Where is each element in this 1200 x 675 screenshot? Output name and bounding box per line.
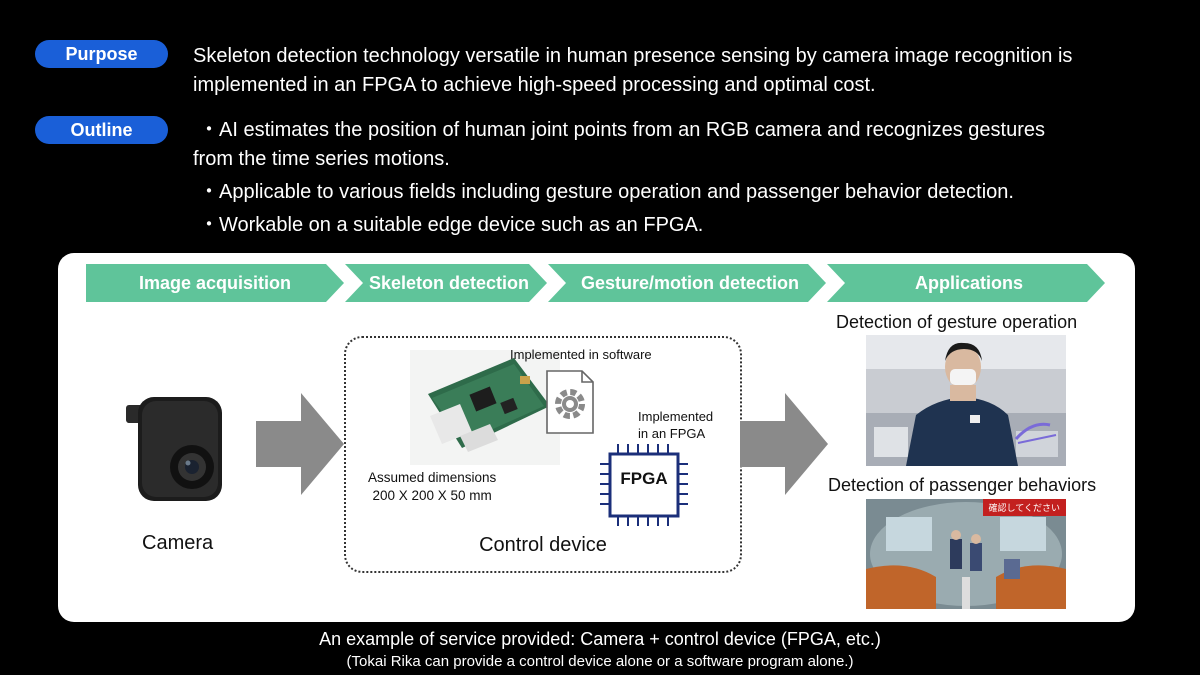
gear-icon [546, 370, 594, 434]
purpose-text-line2: implemented in an FPGA to achieve high-s… [193, 74, 876, 96]
purpose-text: Skeleton detection technology versatile … [193, 42, 1072, 100]
control-device-label: Control device [479, 534, 607, 556]
footer-note: (Tokai Rika can provide a control device… [346, 653, 854, 670]
fpga-chip-icon [600, 444, 688, 526]
outline-bullet1: ・AI estimates the position of human join… [193, 116, 1045, 174]
outline-bullet1-line2: from the time series motions. [193, 148, 450, 170]
outline-bullet3: ・Workable on a suitable edge device such… [199, 214, 704, 236]
circuit-board-image [410, 350, 560, 465]
assumed-dimensions: Assumed dimensions 200 X 200 X 50 mm [368, 469, 496, 505]
app-gesture-label: Detection of gesture operation [836, 312, 1078, 332]
fpga-implementation-line1: Implemented [638, 409, 714, 424]
flow-step-skeleton-detection: Skeleton detection [345, 264, 547, 302]
arrow-right-icon [256, 393, 344, 495]
outline-label: Outline [35, 116, 168, 144]
gesture-photo [866, 335, 1066, 466]
flow-step-applications: Applications [827, 264, 1105, 302]
fpga-implementation-line2: in an FPGA [638, 426, 706, 441]
app-passenger-label: Detection of passenger behaviors [828, 475, 1097, 495]
footer-caption: An example of service provided: Camera +… [319, 629, 881, 649]
diagram-panel: Image acquisition Skeleton detection Ges… [58, 253, 1135, 622]
outline-bullet1-line1: ・AI estimates the position of human join… [199, 119, 1045, 141]
fpga-chip-label: FPGA [620, 469, 668, 488]
passenger-photo-graphic [866, 499, 1066, 609]
purpose-text-line1: Skeleton detection technology versatile … [193, 45, 1073, 67]
arrow-right-icon [740, 393, 828, 495]
purpose-label: Purpose [35, 40, 168, 68]
passenger-photo: 確認してください [866, 499, 1066, 609]
warning-banner: 確認してください [982, 499, 1066, 516]
outline-bullet2: ・Applicable to various fields including … [199, 181, 1014, 203]
camera-label: Camera [142, 532, 214, 554]
camera-image [126, 397, 222, 501]
software-label: Implemented in software [510, 347, 652, 362]
assumed-dimensions-line2: 200 X 200 X 50 mm [372, 488, 492, 503]
assumed-dimensions-line1: Assumed dimensions [368, 470, 497, 485]
control-device-box: Implemented in software Implemented in a… [344, 336, 742, 573]
fpga-implementation-label: Implemented in an FPGA [638, 408, 713, 442]
flow-step-gesture-detection: Gesture/motion detection [548, 264, 826, 302]
flow-step-image-acquisition: Image acquisition [86, 264, 344, 302]
